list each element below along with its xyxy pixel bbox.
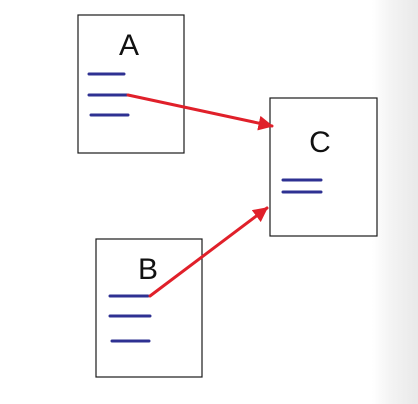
document-a: A [77, 14, 185, 154]
document-a-label: A [119, 29, 139, 62]
document-b-box [95, 238, 203, 378]
link-arrow-a-to-c [126, 93, 274, 131]
link-arrow-b-to-c [148, 206, 269, 298]
document-c-label: C [309, 126, 331, 159]
document-c-box [269, 97, 378, 237]
document-c: C [269, 97, 378, 237]
document-b-label: B [138, 253, 158, 286]
document-b: B [95, 238, 203, 378]
document-a-box [77, 14, 185, 154]
